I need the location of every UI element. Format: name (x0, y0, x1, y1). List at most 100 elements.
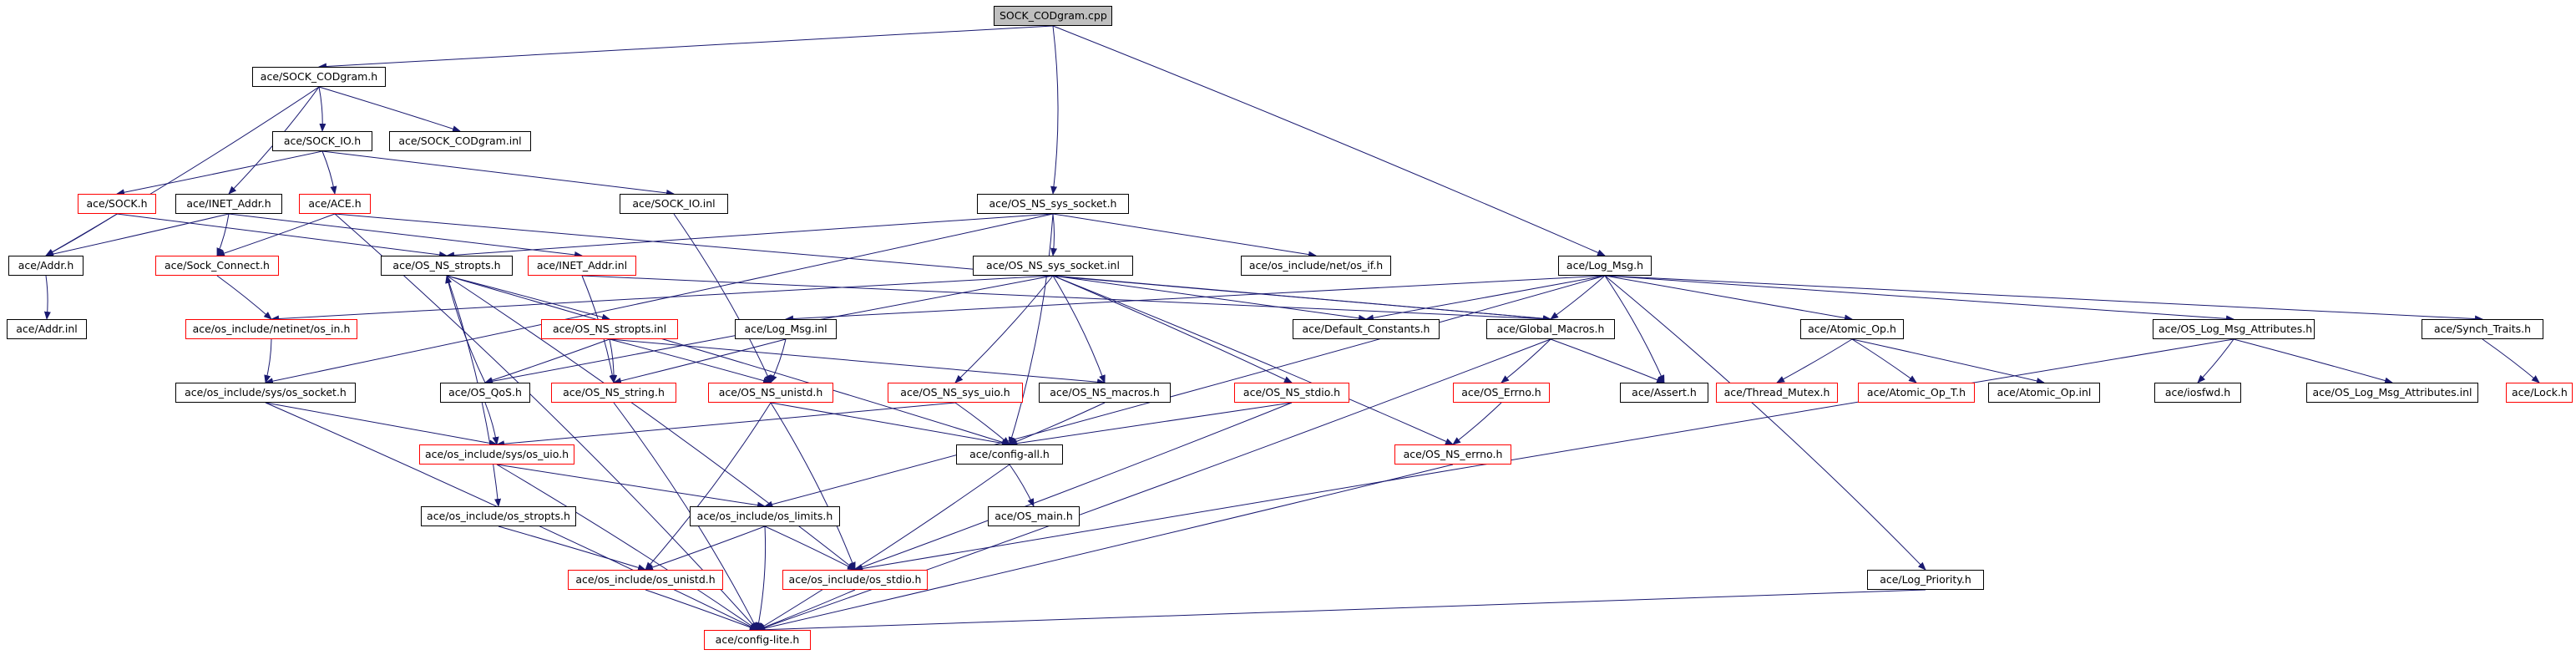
edge-os-limits-h-to-os-stdio-h (764, 526, 856, 571)
node-os-limits-h[interactable]: ace/os_include/os_limits.h (690, 506, 840, 526)
edge-sock-io-h-to-ace-h (321, 150, 337, 195)
edge-sock-codgram-h-to-sock-io-h (318, 86, 326, 132)
edge-os-ns-sys-uio-h-to-config-all-h (954, 402, 1010, 445)
edge-sock-io-h-to-sock-io-inl (321, 150, 675, 196)
edge-os-log-msg-attributes-h-to-os-log-msg-attributes-inl (2233, 338, 2393, 384)
node-os-ns-macros-h[interactable]: ace/OS_NS_macros.h (1039, 383, 1171, 403)
node-default-constants-h[interactable]: ace/Default_Constants.h (1293, 319, 1440, 339)
edge-os-ns-sys-socket-inl-to-global-macros-h (1052, 275, 1551, 322)
edge-os-ns-sys-socket-inl-to-default-constants-h (1052, 275, 1367, 322)
edge-sock-codgram-cpp-to-os-ns-sys-socket-h (1050, 25, 1059, 195)
edge-inet-addr-inl-to-global-macros-h (581, 275, 1551, 322)
edge-sock-io-inl-to-os-ns-unistd-h (673, 213, 772, 383)
node-sock-codgram-inl[interactable]: ace/SOCK_CODgram.inl (389, 131, 531, 151)
node-assert-h[interactable]: ace/Assert.h (1620, 383, 1708, 403)
edge-os-ns-errno-h-to-config-lite-h (757, 464, 1454, 632)
edge-os-ns-sys-socket-h-to-config-all-h (1008, 213, 1054, 445)
edge-inet-addr-h-to-addr-h (45, 213, 230, 257)
edge-atomic-op-h-to-atomic-op-inl (1851, 338, 2045, 384)
node-os-ns-sys-socket-h[interactable]: ace/OS_NS_sys_socket.h (977, 194, 1129, 214)
edge-os-socket-h-to-os-uio-h (265, 402, 498, 447)
edge-sock-h-to-os-ns-stropts-h (116, 213, 448, 258)
edge-os-ns-sys-socket-inl-to-os-ns-errno-h (1052, 275, 1454, 445)
node-addr-h[interactable]: ace/Addr.h (8, 256, 84, 276)
edge-os-ns-sys-socket-inl-to-os-ns-macros-h (1052, 275, 1106, 383)
node-log-msg-h[interactable]: ace/Log_Msg.h (1558, 256, 1652, 276)
edge-os-in-h-to-os-socket-h (264, 338, 272, 383)
edge-config-all-h-to-os-main-h (1009, 464, 1035, 507)
node-ace-h[interactable]: ace/ACE.h (299, 194, 371, 214)
node-synch-traits-h[interactable]: ace/Synch_Traits.h (2422, 319, 2543, 339)
node-sock-io-inl[interactable]: ace/SOCK_IO.inl (620, 194, 728, 214)
edge-log-priority-h-to-config-lite-h (757, 589, 1926, 633)
node-sock-io-h[interactable]: ace/SOCK_IO.h (272, 131, 372, 151)
edge-global-macros-h-to-os-errno-h (1501, 338, 1551, 383)
node-os-ns-string-h[interactable]: ace/OS_NS_string.h (551, 383, 676, 403)
edge-log-msg-h-to-os-limits-h (764, 275, 1606, 508)
node-thread-mutex-h[interactable]: ace/Thread_Mutex.h (1716, 383, 1838, 403)
edge-os-ns-stropts-inl-to-os-ns-string-h (609, 338, 618, 383)
node-sock-connect-h[interactable]: ace/Sock_Connect.h (155, 256, 279, 276)
node-os-in-h[interactable]: ace/os_include/netinet/os_in.h (185, 319, 357, 339)
edge-log-msg-h-to-synch-traits-h (1604, 275, 2483, 322)
node-sock-codgram-h[interactable]: ace/SOCK_CODgram.h (252, 67, 386, 87)
node-os-ns-unistd-h[interactable]: ace/OS_NS_unistd.h (708, 383, 833, 403)
edge-log-msg-inl-to-os-ns-unistd-h (770, 338, 787, 383)
edge-ace-h-to-sock-connect-h (216, 213, 336, 256)
edge-ace-h-to-config-lite-h (334, 213, 758, 631)
edge-os-stdio-h-to-config-lite-h (757, 589, 856, 631)
node-os-ns-sys-uio-h[interactable]: ace/OS_NS_sys_uio.h (888, 383, 1023, 403)
node-os-qos-h[interactable]: ace/OS_QoS.h (440, 383, 530, 403)
node-log-priority-h[interactable]: ace/Log_Priority.h (1867, 570, 1984, 590)
edge-sock-codgram-cpp-to-sock-codgram-h (318, 25, 1054, 70)
edge-os-limits-h-to-config-lite-h (755, 526, 767, 631)
edge-os-ns-sys-uio-h-to-os-uio-h (496, 402, 956, 448)
edge-os-stropts-h-to-os-unistd-h (498, 526, 646, 571)
edge-log-msg-h-to-os-log-msg-attributes-h (1604, 275, 2234, 322)
node-config-all-h[interactable]: ace/config-all.h (956, 444, 1063, 465)
edge-os-ns-sys-socket-inl-to-os-ns-sys-uio-h (954, 275, 1054, 383)
edge-synch-traits-h-to-lock-h (2482, 338, 2540, 383)
node-addr-inl[interactable]: ace/Addr.inl (7, 319, 87, 339)
node-os-ns-errno-h[interactable]: ace/OS_NS_errno.h (1394, 444, 1511, 465)
edge-os-ns-stropts-inl-to-os-qos-h (484, 338, 610, 383)
edge-os-ns-sys-socket-inl-to-os-ns-stdio-h (1052, 275, 1293, 383)
node-os-ns-stdio-h[interactable]: ace/OS_NS_stdio.h (1234, 383, 1349, 403)
node-config-lite-h[interactable]: ace/config-lite.h (704, 630, 811, 650)
node-os-socket-h[interactable]: ace/os_include/sys/os_socket.h (175, 383, 356, 403)
node-sock-codgram-cpp[interactable]: SOCK_CODgram.cpp (994, 6, 1112, 26)
node-log-msg-inl[interactable]: ace/Log_Msg.inl (735, 319, 837, 339)
node-atomic-op-h[interactable]: ace/Atomic_Op.h (1800, 319, 1904, 339)
node-os-uio-h[interactable]: ace/os_include/sys/os_uio.h (419, 444, 574, 465)
node-atomic-op-inl[interactable]: ace/Atomic_Op.inl (1988, 383, 2100, 403)
node-os-errno-h[interactable]: ace/OS_Errno.h (1453, 383, 1550, 403)
edge-os-ns-stropts-h-to-os-ns-stropts-inl (446, 275, 610, 321)
node-inet-addr-inl[interactable]: ace/INET_Addr.inl (528, 256, 636, 276)
edge-os-log-msg-attributes-h-to-iosfwd-h (2197, 338, 2234, 383)
node-os-main-h[interactable]: ace/OS_main.h (988, 506, 1080, 526)
edge-atomic-op-h-to-atomic-op-t-h (1851, 338, 1917, 383)
node-os-stropts-h[interactable]: ace/os_include/os_stropts.h (421, 506, 576, 526)
edge-os-ns-stdio-h-to-config-all-h (1009, 402, 1293, 447)
edge-os-uio-h-to-config-lite-h (496, 464, 758, 631)
node-os-ns-stropts-inl[interactable]: ace/OS_NS_stropts.inl (541, 319, 678, 339)
edge-atomic-op-h-to-thread-mutex-h (1776, 338, 1853, 383)
node-os-ns-sys-socket-inl[interactable]: ace/OS_NS_sys_socket.inl (973, 256, 1133, 276)
node-os-if-h[interactable]: ace/os_include/net/os_if.h (1241, 256, 1391, 276)
edge-os-ns-unistd-h-to-os-stdio-h (770, 402, 856, 571)
node-os-log-msg-attributes-inl[interactable]: ace/OS_Log_Msg_Attributes.inl (2306, 383, 2478, 403)
edge-global-macros-h-to-assert-h (1550, 338, 1665, 383)
node-os-stdio-h[interactable]: ace/os_include/os_stdio.h (782, 570, 928, 590)
node-sock-h[interactable]: ace/SOCK.h (78, 194, 156, 214)
edge-os-ns-sys-socket-h-to-os-socket-h (265, 213, 1054, 385)
node-iosfwd-h[interactable]: ace/iosfwd.h (2154, 383, 2241, 403)
node-os-log-msg-attributes-h[interactable]: ace/OS_Log_Msg_Attributes.h (2153, 319, 2315, 339)
node-os-ns-stropts-h[interactable]: ace/OS_NS_stropts.h (381, 256, 513, 276)
node-os-unistd-h[interactable]: ace/os_include/os_unistd.h (568, 570, 723, 590)
node-global-macros-h[interactable]: ace/Global_Macros.h (1486, 319, 1615, 339)
node-lock-h[interactable]: ace/Lock.h (2506, 383, 2573, 403)
edge-config-all-h-to-config-lite-h (757, 464, 1010, 631)
node-atomic-op-t-h[interactable]: ace/Atomic_Op_T.h (1858, 383, 1975, 403)
node-inet-addr-h[interactable]: ace/INET_Addr.h (175, 194, 282, 214)
